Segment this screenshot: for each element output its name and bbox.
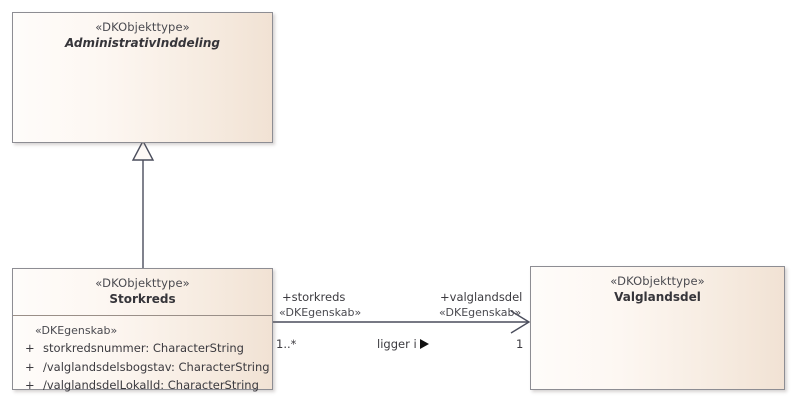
attribute-compartment: «DKEgenskab» + storkredsnummer: Character… [13, 316, 272, 399]
attribute-label: /valglandsdelLokalId: CharacterString [43, 378, 259, 393]
class-stereotype: «DKObjekttype» [95, 20, 190, 34]
attribute-visibility: + [25, 378, 35, 393]
compartment-divider [13, 315, 272, 317]
attribute-row[interactable]: + /valglandsdelLokalId: CharacterString [13, 376, 272, 395]
class-name: Storkreds [109, 291, 176, 306]
class-header: «DKObjekttype» Storkreds [13, 269, 272, 307]
attribute-stereotype: «DKEgenskab» [35, 324, 118, 338]
attribute-visibility: + [25, 359, 35, 374]
class-name: Valglandsdel [614, 289, 701, 304]
attribute-label: /valglandsdelsbogstav: CharacterString [43, 359, 270, 374]
class-name: AdministrativInddeling [64, 35, 221, 50]
association-name-label: ligger i [377, 337, 417, 351]
class-box-storkreds[interactable]: «DKObjekttype» Storkreds «DKEgenskab» + s… [12, 268, 273, 392]
class-stereotype: «DKObjekttype» [610, 274, 705, 288]
class-header: «DKObjekttype» AdministrativInddeling [13, 13, 272, 51]
association-name-group: ligger i [377, 337, 429, 351]
attribute-label: storkredsnummer: CharacterString [43, 341, 244, 356]
association-source-multiplicity-label: 1..* [276, 337, 297, 351]
attribute-row[interactable]: + storkredsnummer: CharacterString [13, 339, 272, 358]
association-source-stereotype-label: «DKEgenskab» [279, 306, 362, 319]
attribute-row[interactable]: + /valglandsdelsbogstav: CharacterString [13, 358, 272, 377]
attribute-visibility: + [25, 341, 35, 356]
association-target-multiplicity-label: 1 [516, 337, 524, 351]
class-stereotype: «DKObjekttype» [95, 276, 190, 290]
class-box-administrativinddeling[interactable]: «DKObjekttype» AdministrativInddeling [12, 12, 273, 143]
association-source-role-label: +storkreds [282, 290, 346, 304]
class-box-valglandsdel[interactable]: «DKObjekttype» Valglandsdel [530, 266, 785, 390]
generalization-arrowhead-icon [131, 139, 155, 161]
association-direction-arrow-icon [419, 339, 429, 349]
class-header: «DKObjekttype» Valglandsdel [531, 267, 784, 305]
association-target-role-label: +valglandsdel [440, 290, 523, 304]
association-target-stereotype-label: «DKEgenskab» [439, 306, 522, 319]
